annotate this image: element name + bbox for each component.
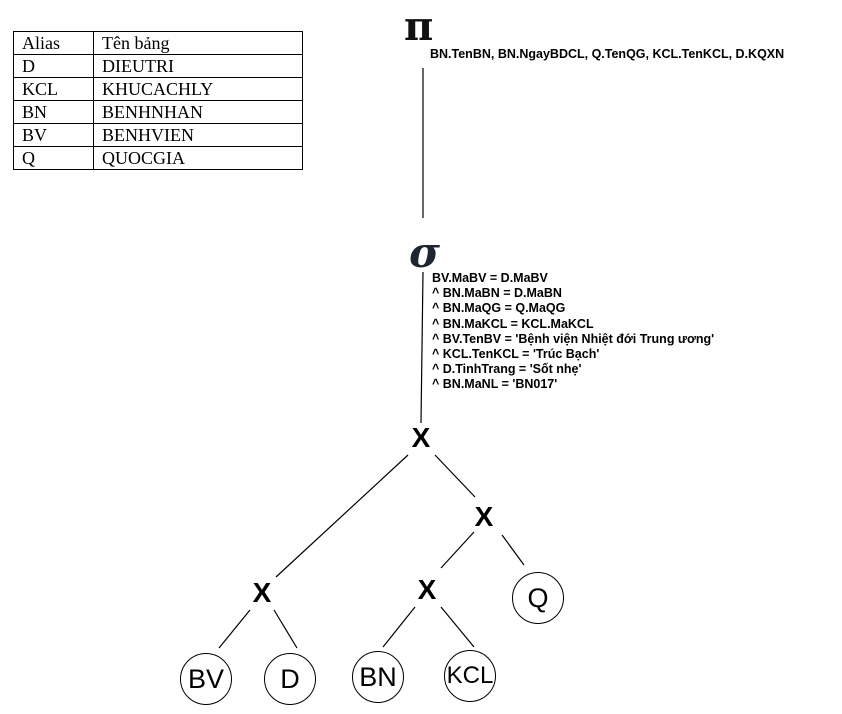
- table-row: BV BENHVIEN: [13, 123, 303, 147]
- edge-left-cross-d: [273, 609, 298, 649]
- edge-sigma-root-cross: [420, 271, 424, 424]
- edge-root-right-cross: [434, 454, 476, 498]
- table-name-cell: KHUCACHLY: [93, 77, 303, 101]
- root-cross-product: X: [411, 422, 431, 453]
- alias-cell: KCL: [13, 77, 94, 101]
- selection-condition: ^ D.TinhTrang = 'Sốt nhẹ': [432, 362, 582, 377]
- header-table-name: Tên bảng: [93, 31, 303, 55]
- relation-q: Q: [512, 572, 564, 624]
- selection-condition: ^ BN.MaNL = 'BN017': [432, 377, 558, 392]
- alias-table-header: Alias Tên bảng: [13, 31, 303, 55]
- table-name-cell: BENHNHAN: [93, 100, 303, 124]
- table-row: Q QUOCGIA: [13, 146, 303, 170]
- selection-condition: ^ BV.TenBV = 'Bệnh viện Nhiệt đới Trung …: [432, 331, 715, 346]
- edge-left-cross-bv: [218, 609, 251, 649]
- edge-mid-cross-kcl: [440, 606, 475, 648]
- left-cross-product: X: [252, 577, 272, 608]
- table-name-cell: BENHVIEN: [93, 123, 303, 147]
- table-name-cell: QUOCGIA: [93, 146, 303, 170]
- alias-cell: Q: [13, 146, 94, 170]
- table-name-cell: DIEUTRI: [93, 54, 303, 78]
- right-cross-product: X: [474, 501, 494, 532]
- projection-symbol: π: [404, 3, 434, 50]
- selection-condition: ^ KCL.TenKCL = 'Trúc Bạch': [432, 347, 600, 362]
- selection-condition: ^ BN.MaQG = Q.MaQG: [432, 301, 566, 316]
- edge-root-left-cross: [275, 454, 409, 578]
- projection-attributes: BN.TenBN, BN.NgayBDCL, Q.TenQG, KCL.TenK…: [430, 47, 785, 61]
- alias-cell: BV: [13, 123, 94, 147]
- alias-table: Alias Tên bảng D DIEUTRI KCL KHUCACHLY B…: [13, 31, 303, 170]
- header-alias: Alias: [13, 31, 94, 55]
- alias-cell: D: [13, 54, 94, 78]
- table-row: D DIEUTRI: [13, 54, 303, 78]
- table-row: KCL KHUCACHLY: [13, 77, 303, 101]
- selection-condition: ^ BN.MaBN = D.MaBN: [432, 286, 562, 301]
- relation-kcl: KCL: [444, 650, 496, 702]
- edge-right-cross-q: [501, 534, 525, 566]
- table-row: BN BENHNHAN: [13, 100, 303, 124]
- selection-symbol: σ: [409, 228, 440, 277]
- relation-d: D: [264, 653, 316, 705]
- selection-condition: ^ BN.MaKCL = KCL.MaKCL: [432, 316, 594, 331]
- edge-mid-cross-bn: [382, 606, 416, 648]
- alias-cell: BN: [13, 100, 94, 124]
- relation-bn: BN: [352, 651, 404, 703]
- edge-right-cross-mid-cross: [440, 531, 475, 569]
- middle-cross-product: X: [417, 574, 437, 605]
- selection-condition: BV.MaBV = D.MaBV: [432, 271, 548, 285]
- relation-bv: BV: [180, 653, 232, 705]
- selection-conditions: BV.MaBV = D.MaBV ^ BN.MaBN = D.MaBN ^ BN…: [432, 271, 714, 393]
